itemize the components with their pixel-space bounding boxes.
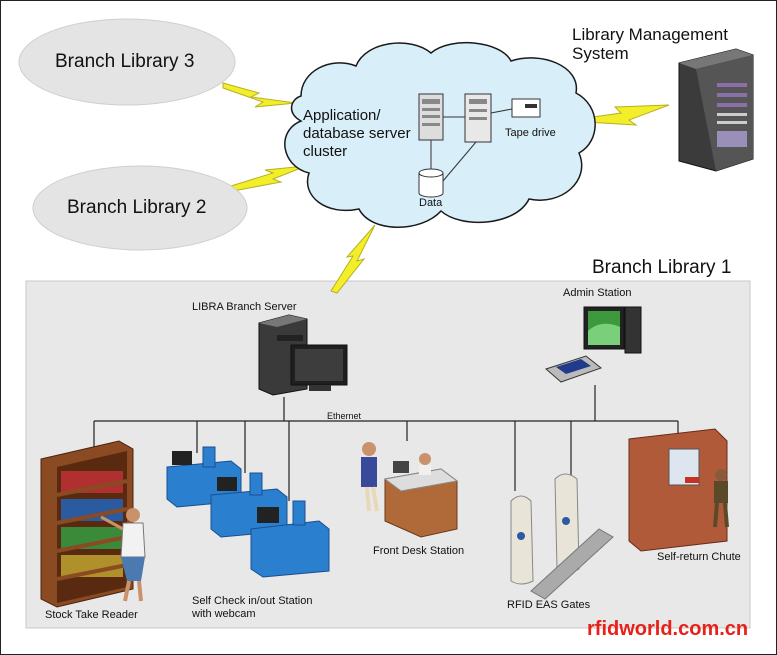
return-chute-label: Self-return Chute xyxy=(657,551,741,563)
branch2-ellipse xyxy=(32,165,248,251)
cluster-links xyxy=(430,108,513,182)
branch1-label: Branch Library 1 xyxy=(592,257,732,278)
front-desk-icon xyxy=(361,442,459,538)
ethernet-network xyxy=(93,385,679,501)
tape-drive-icon xyxy=(511,98,541,118)
bookshelf-icon xyxy=(40,440,134,608)
branch3-label: Branch Library 3 xyxy=(55,51,195,72)
branch-server-icon xyxy=(258,314,348,396)
data-label: Data xyxy=(419,197,443,209)
self-check-kiosk-icon xyxy=(166,446,330,578)
return-chute-icon xyxy=(628,428,729,552)
rack-server-icon xyxy=(678,48,754,172)
admin-station-label: Admin Station xyxy=(563,287,632,299)
stock-take-label: Stock Take Reader xyxy=(45,609,138,621)
server-tower-icon xyxy=(418,93,492,143)
branch3-ellipse xyxy=(18,18,236,106)
cluster-label: Application/ database server cluster xyxy=(303,107,411,160)
rfid-gate-icon xyxy=(510,473,614,600)
tape-drive-label: Tape drive xyxy=(505,127,556,139)
lms-label: Library Management System xyxy=(572,25,728,63)
watermark: rfidworld.com.cn xyxy=(587,618,749,640)
rfid-gates-label: RFID EAS Gates xyxy=(507,599,591,611)
front-desk-label: Front Desk Station xyxy=(373,545,465,557)
self-check-label: Self Check in/out Station with webcam xyxy=(192,595,313,620)
ethernet-label: Ethernet xyxy=(327,411,362,421)
lightning-icon xyxy=(222,82,670,294)
database-icon xyxy=(418,168,444,198)
branch2-label: Branch Library 2 xyxy=(67,197,207,218)
libra-server-label: LIBRA Branch Server xyxy=(192,301,297,313)
person-icon xyxy=(100,508,146,602)
admin-pc-icon xyxy=(545,306,642,383)
